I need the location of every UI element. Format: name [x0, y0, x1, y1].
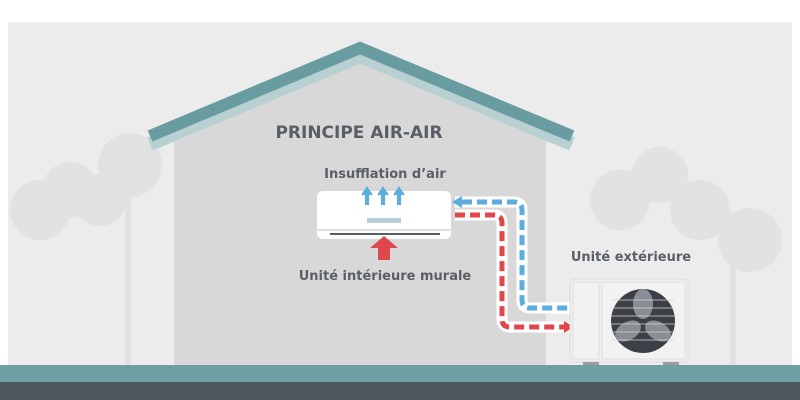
air-out-arrows-icon: [361, 186, 405, 205]
ground-base: [0, 382, 800, 400]
background-trees: [10, 133, 782, 365]
hot-flow-arrow-icon: [564, 321, 574, 333]
outdoor-unit: [569, 278, 689, 365]
cold-flow-arrow-icon: [452, 196, 462, 208]
roof: [147, 41, 575, 151]
indoor-unit-label: Unité intérieure murale: [299, 269, 472, 284]
refrigerant-lines: [452, 196, 574, 333]
hot-flow-line: [455, 212, 564, 330]
cold-flow-line: [462, 199, 572, 311]
ground: [0, 365, 800, 382]
outdoor-unit-label: Unité extérieure: [571, 250, 691, 265]
diagram-title: PRINCIPE AIR-AIR: [275, 123, 442, 143]
indoor-unit: [317, 191, 451, 239]
air-intake-arrow-icon: [370, 236, 398, 260]
air-blow-label: Insufflation d’air: [324, 167, 446, 182]
